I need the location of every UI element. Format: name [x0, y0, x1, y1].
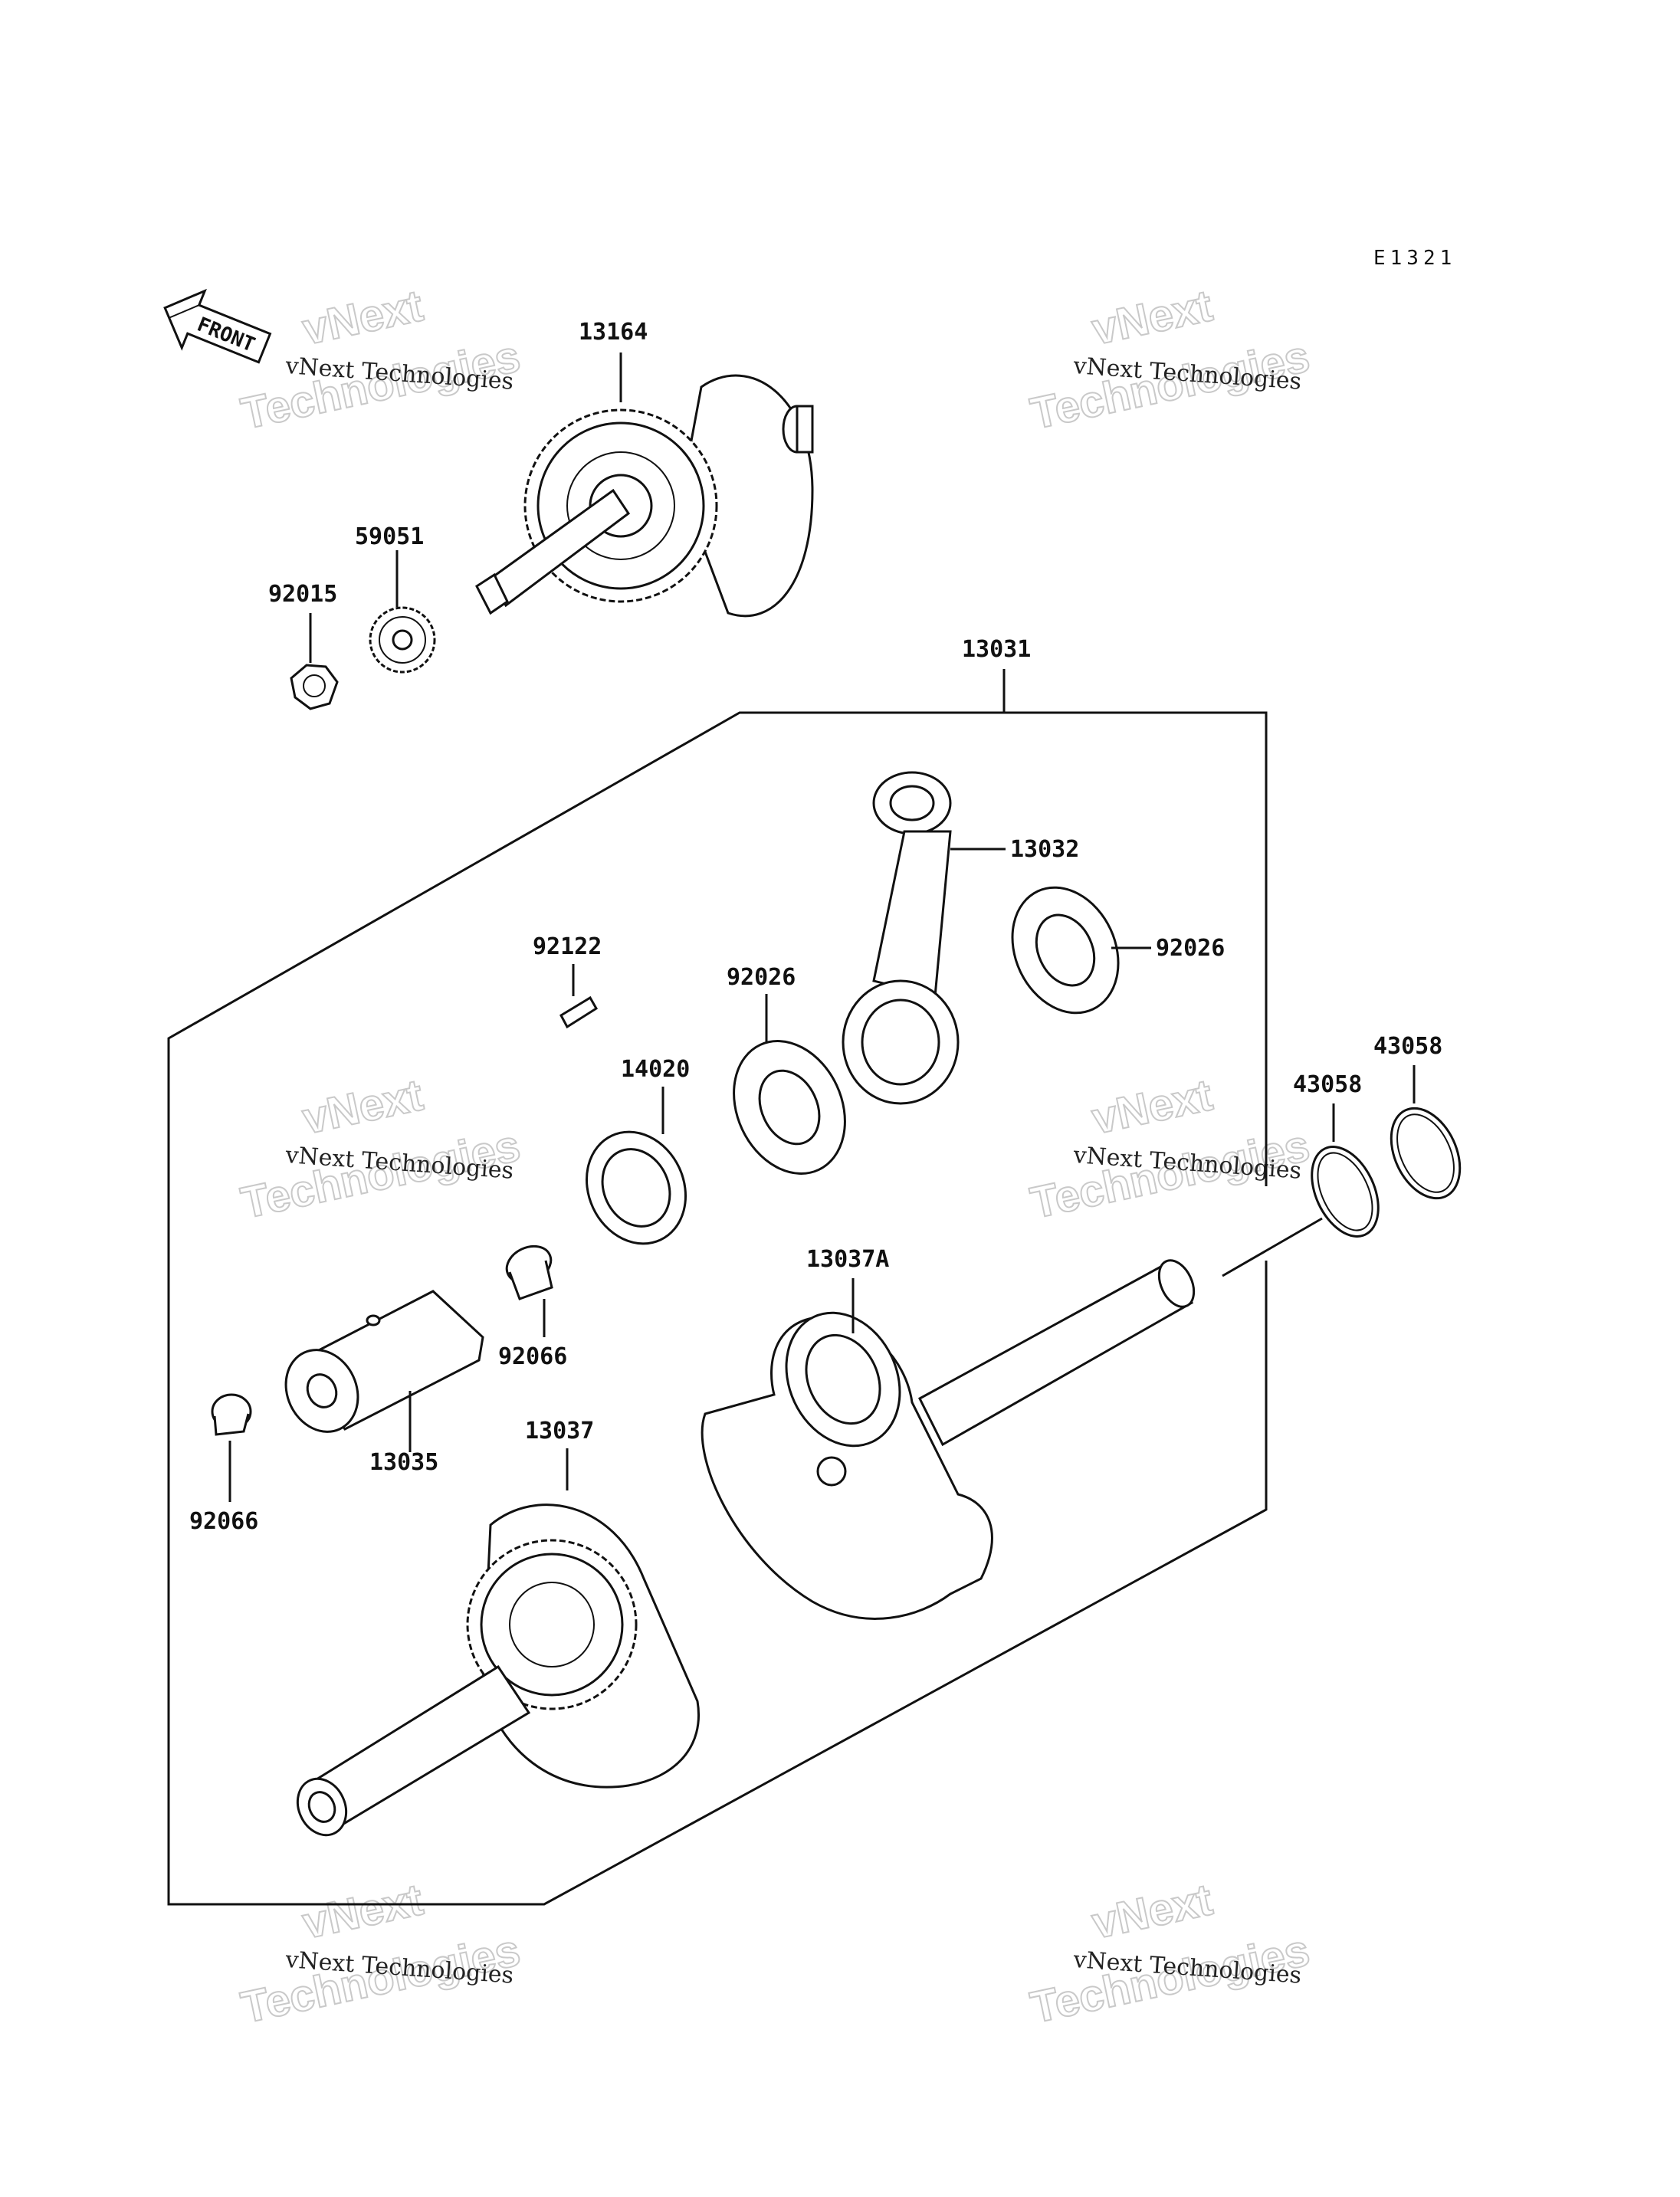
label-13032: 13032	[1010, 836, 1079, 863]
front-direction-arrow: FRONT	[163, 288, 272, 364]
label-14020: 14020	[621, 1056, 690, 1083]
sprocket-59051	[369, 550, 436, 674]
ring-43058-b	[1390, 1065, 1462, 1200]
label-43058-a: 43058	[1293, 1071, 1362, 1098]
svg-text:vNext: vNext	[298, 1070, 427, 1143]
washer-92026-right	[1011, 886, 1151, 1015]
svg-text:vNext: vNext	[1088, 1874, 1216, 1948]
nut-92015	[290, 613, 339, 710]
label-13164: 13164	[579, 319, 648, 346]
watermark-mid-left: vNext Technologies vNext Technologies	[236, 1069, 525, 1228]
watermark-bottom-right: vNext Technologies vNext Technologies	[1025, 1874, 1314, 2033]
crank-half-13037A	[701, 1259, 1196, 1620]
label-92026-left: 92026	[727, 964, 796, 991]
label-92066-upper: 92066	[498, 1343, 567, 1370]
watermark-mid-right: vNext Technologies vNext Technologies	[1025, 1069, 1314, 1228]
label-13031: 13031	[962, 636, 1031, 663]
assembly-outline	[167, 669, 1268, 1906]
label-13037: 13037	[525, 1418, 594, 1444]
ring-alignment-line	[1222, 1217, 1323, 1277]
label-13035: 13035	[369, 1449, 438, 1476]
label-92026-right: 92026	[1156, 935, 1225, 962]
watermark-bottom-left: vNext Technologies vNext Technologies	[236, 1874, 525, 2033]
label-92066-lower: 92066	[189, 1508, 258, 1535]
needle-bearing-14020	[585, 1087, 687, 1245]
label-43058-b: 43058	[1373, 1033, 1442, 1060]
crank-half-13037	[296, 1448, 700, 1837]
label-92015: 92015	[268, 581, 337, 608]
ring-43058-a	[1311, 1103, 1380, 1238]
label-92122: 92122	[533, 933, 602, 960]
watermark-top-left: vNext Technologies vNext Technologies	[236, 280, 525, 439]
crank-pin-13035	[284, 1290, 484, 1452]
svg-text:vNext: vNext	[298, 1874, 427, 1948]
svg-text:vNext: vNext	[298, 280, 427, 354]
pin-92122	[559, 964, 599, 1029]
watermark-top-right: vNext Technologies vNext Technologies	[1025, 280, 1314, 439]
bushing-92066-upper	[505, 1244, 553, 1337]
svg-text:vNext: vNext	[1088, 280, 1216, 354]
label-13037A: 13037A	[806, 1246, 889, 1273]
connecting-rod-13032	[842, 771, 1006, 1105]
diagram-code: E1321	[1373, 247, 1456, 270]
washer-92026-left	[733, 994, 846, 1175]
svg-text:vNext: vNext	[1088, 1070, 1216, 1143]
crankshaft-upper-assembly	[475, 353, 814, 618]
bushing-92066-lower	[211, 1393, 252, 1502]
label-59051: 59051	[355, 523, 424, 550]
